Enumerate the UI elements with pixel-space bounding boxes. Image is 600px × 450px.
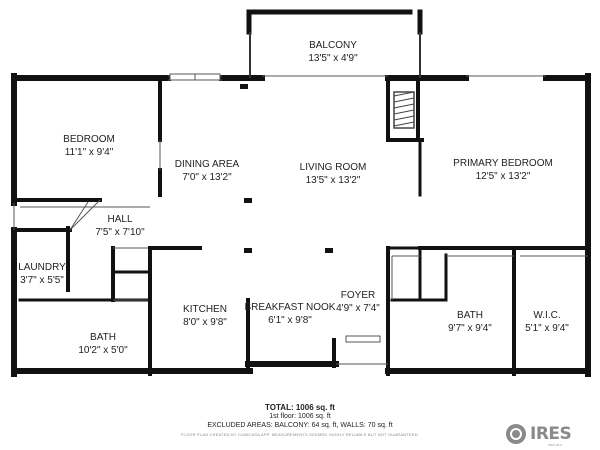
room-dims-living: 13'5" x 13'2" bbox=[306, 175, 361, 186]
walls bbox=[11, 9, 591, 377]
fixtures bbox=[169, 73, 415, 343]
room-dims-balcony: 13'5" x 4'9" bbox=[308, 53, 358, 64]
room-labels: BALCONY 13'5" x 4'9" BEDROOM 11'1" x 9'4" DI… bbox=[18, 40, 569, 356]
room-name-bedroom: BEDROOM bbox=[63, 134, 115, 145]
brand-name: IRES bbox=[530, 424, 572, 444]
entry-step bbox=[345, 335, 381, 343]
fireplace-hatch bbox=[393, 97, 415, 103]
fireplace-hatch bbox=[393, 115, 415, 121]
floor-area: 1st floor: 1006 sq. ft bbox=[269, 413, 331, 420]
brand-sub: IRES MLS bbox=[548, 443, 563, 447]
room-name-hall: HALL bbox=[107, 214, 132, 225]
fireplace-hatch bbox=[393, 109, 415, 115]
thin-line bbox=[69, 201, 89, 231]
column-post bbox=[240, 84, 248, 89]
thin-line bbox=[69, 199, 101, 231]
floor-plan: BALCONY 13'5" x 4'9" BEDROOM 11'1" x 9'4" DI… bbox=[11, 9, 591, 377]
excluded-areas: EXCLUDED AREAS: BALCONY: 64 sq. ft, WALL… bbox=[207, 422, 393, 429]
room-dims-wic: 5'1" x 9'4" bbox=[525, 323, 569, 334]
room-dims-breakfast_nook: 6'1" x 9'8" bbox=[268, 315, 312, 326]
room-name-laundry: LAUNDRY bbox=[18, 262, 66, 273]
room-name-breakfast_nook: BREAKFAST NOOK bbox=[245, 302, 336, 313]
total-area: TOTAL: 1006 sq. ft bbox=[265, 403, 335, 412]
room-name-bath_left: BATH bbox=[90, 332, 116, 343]
room-name-primary_bedroom: PRIMARY BEDROOM bbox=[453, 158, 553, 169]
room-dims-dining: 7'0" x 13'2" bbox=[182, 172, 232, 183]
room-dims-primary_bedroom: 12'5" x 13'2" bbox=[476, 171, 531, 182]
room-name-foyer: FOYER bbox=[341, 290, 375, 301]
room-dims-bath_right: 9'7" x 9'4" bbox=[448, 323, 492, 334]
room-name-wic: W.I.C. bbox=[533, 310, 560, 321]
brand-mark: IRES bbox=[506, 423, 572, 445]
fireplace-hatch bbox=[393, 121, 415, 127]
room-dims-laundry: 3'7" x 5'5" bbox=[20, 275, 64, 286]
room-name-kitchen: KITCHEN bbox=[183, 304, 227, 315]
room-dims-bath_left: 10'2" x 5'0" bbox=[78, 345, 128, 356]
room-name-bath_right: BATH bbox=[457, 310, 483, 321]
column-post bbox=[325, 248, 333, 253]
room-name-balcony: BALCONY bbox=[309, 40, 357, 51]
fireplace-hatch bbox=[393, 91, 415, 97]
room-name-dining: DINING AREA bbox=[175, 159, 240, 170]
room-dims-bedroom: 11'1" x 9'4" bbox=[65, 147, 114, 158]
room-dims-foyer: 4'9" x 7'4" bbox=[336, 303, 380, 314]
room-name-living: LIVING ROOM bbox=[300, 162, 367, 173]
ires-logo-icon bbox=[506, 424, 526, 444]
column-post bbox=[244, 248, 252, 253]
column-post bbox=[244, 198, 252, 203]
room-dims-kitchen: 8'0" x 9'8" bbox=[183, 317, 227, 328]
room-dims-hall: 7'5" x 7'10" bbox=[95, 227, 145, 238]
copyright-note: FLOOR PLAN CREATED BY CUBICASA APP. MEAS… bbox=[180, 432, 420, 437]
fireplace-hatch bbox=[393, 103, 415, 109]
